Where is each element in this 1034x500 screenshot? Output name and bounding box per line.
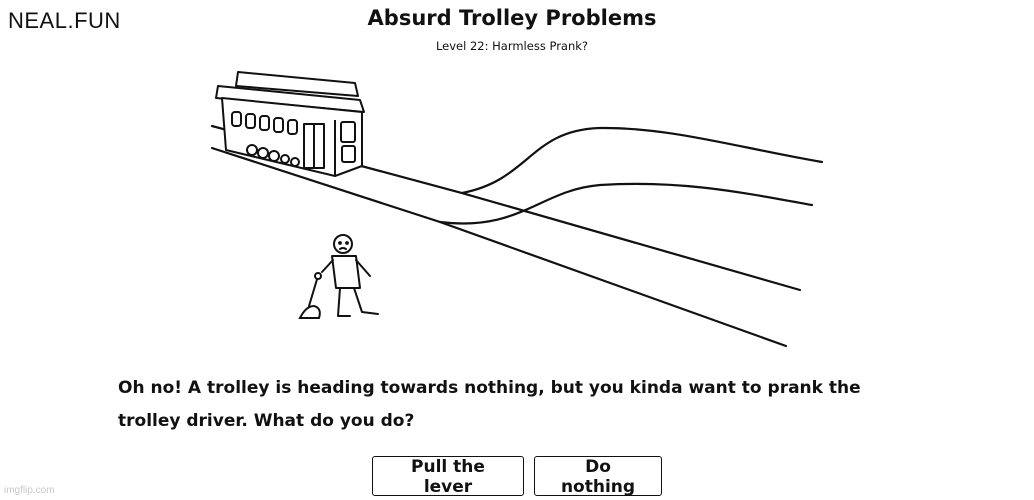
pull-lever-button[interactable]: Pull the lever (372, 456, 524, 497)
choice-buttons: Pull the lever Do nothing (0, 456, 1034, 497)
do-nothing-button[interactable]: Do nothing (534, 456, 662, 497)
trolley-icon (215, 71, 365, 177)
scenario-prompt: Oh no! A trolley is heading towards noth… (118, 378, 861, 431)
branch-track-lower-rail (438, 182, 814, 225)
page-title: Absurd Trolley Problems (367, 6, 657, 30)
trolley-scene (210, 71, 824, 348)
watermark: imgflip.com (4, 485, 55, 496)
level-label: Level 22: Harmless Prank? (435, 39, 589, 53)
main-track-right-rail (210, 146, 788, 348)
lever-icon[interactable] (298, 272, 322, 319)
person-icon (321, 234, 379, 317)
branch-track-upper-rail (460, 126, 824, 195)
site-logo[interactable]: NEAL.FUN (8, 8, 121, 33)
